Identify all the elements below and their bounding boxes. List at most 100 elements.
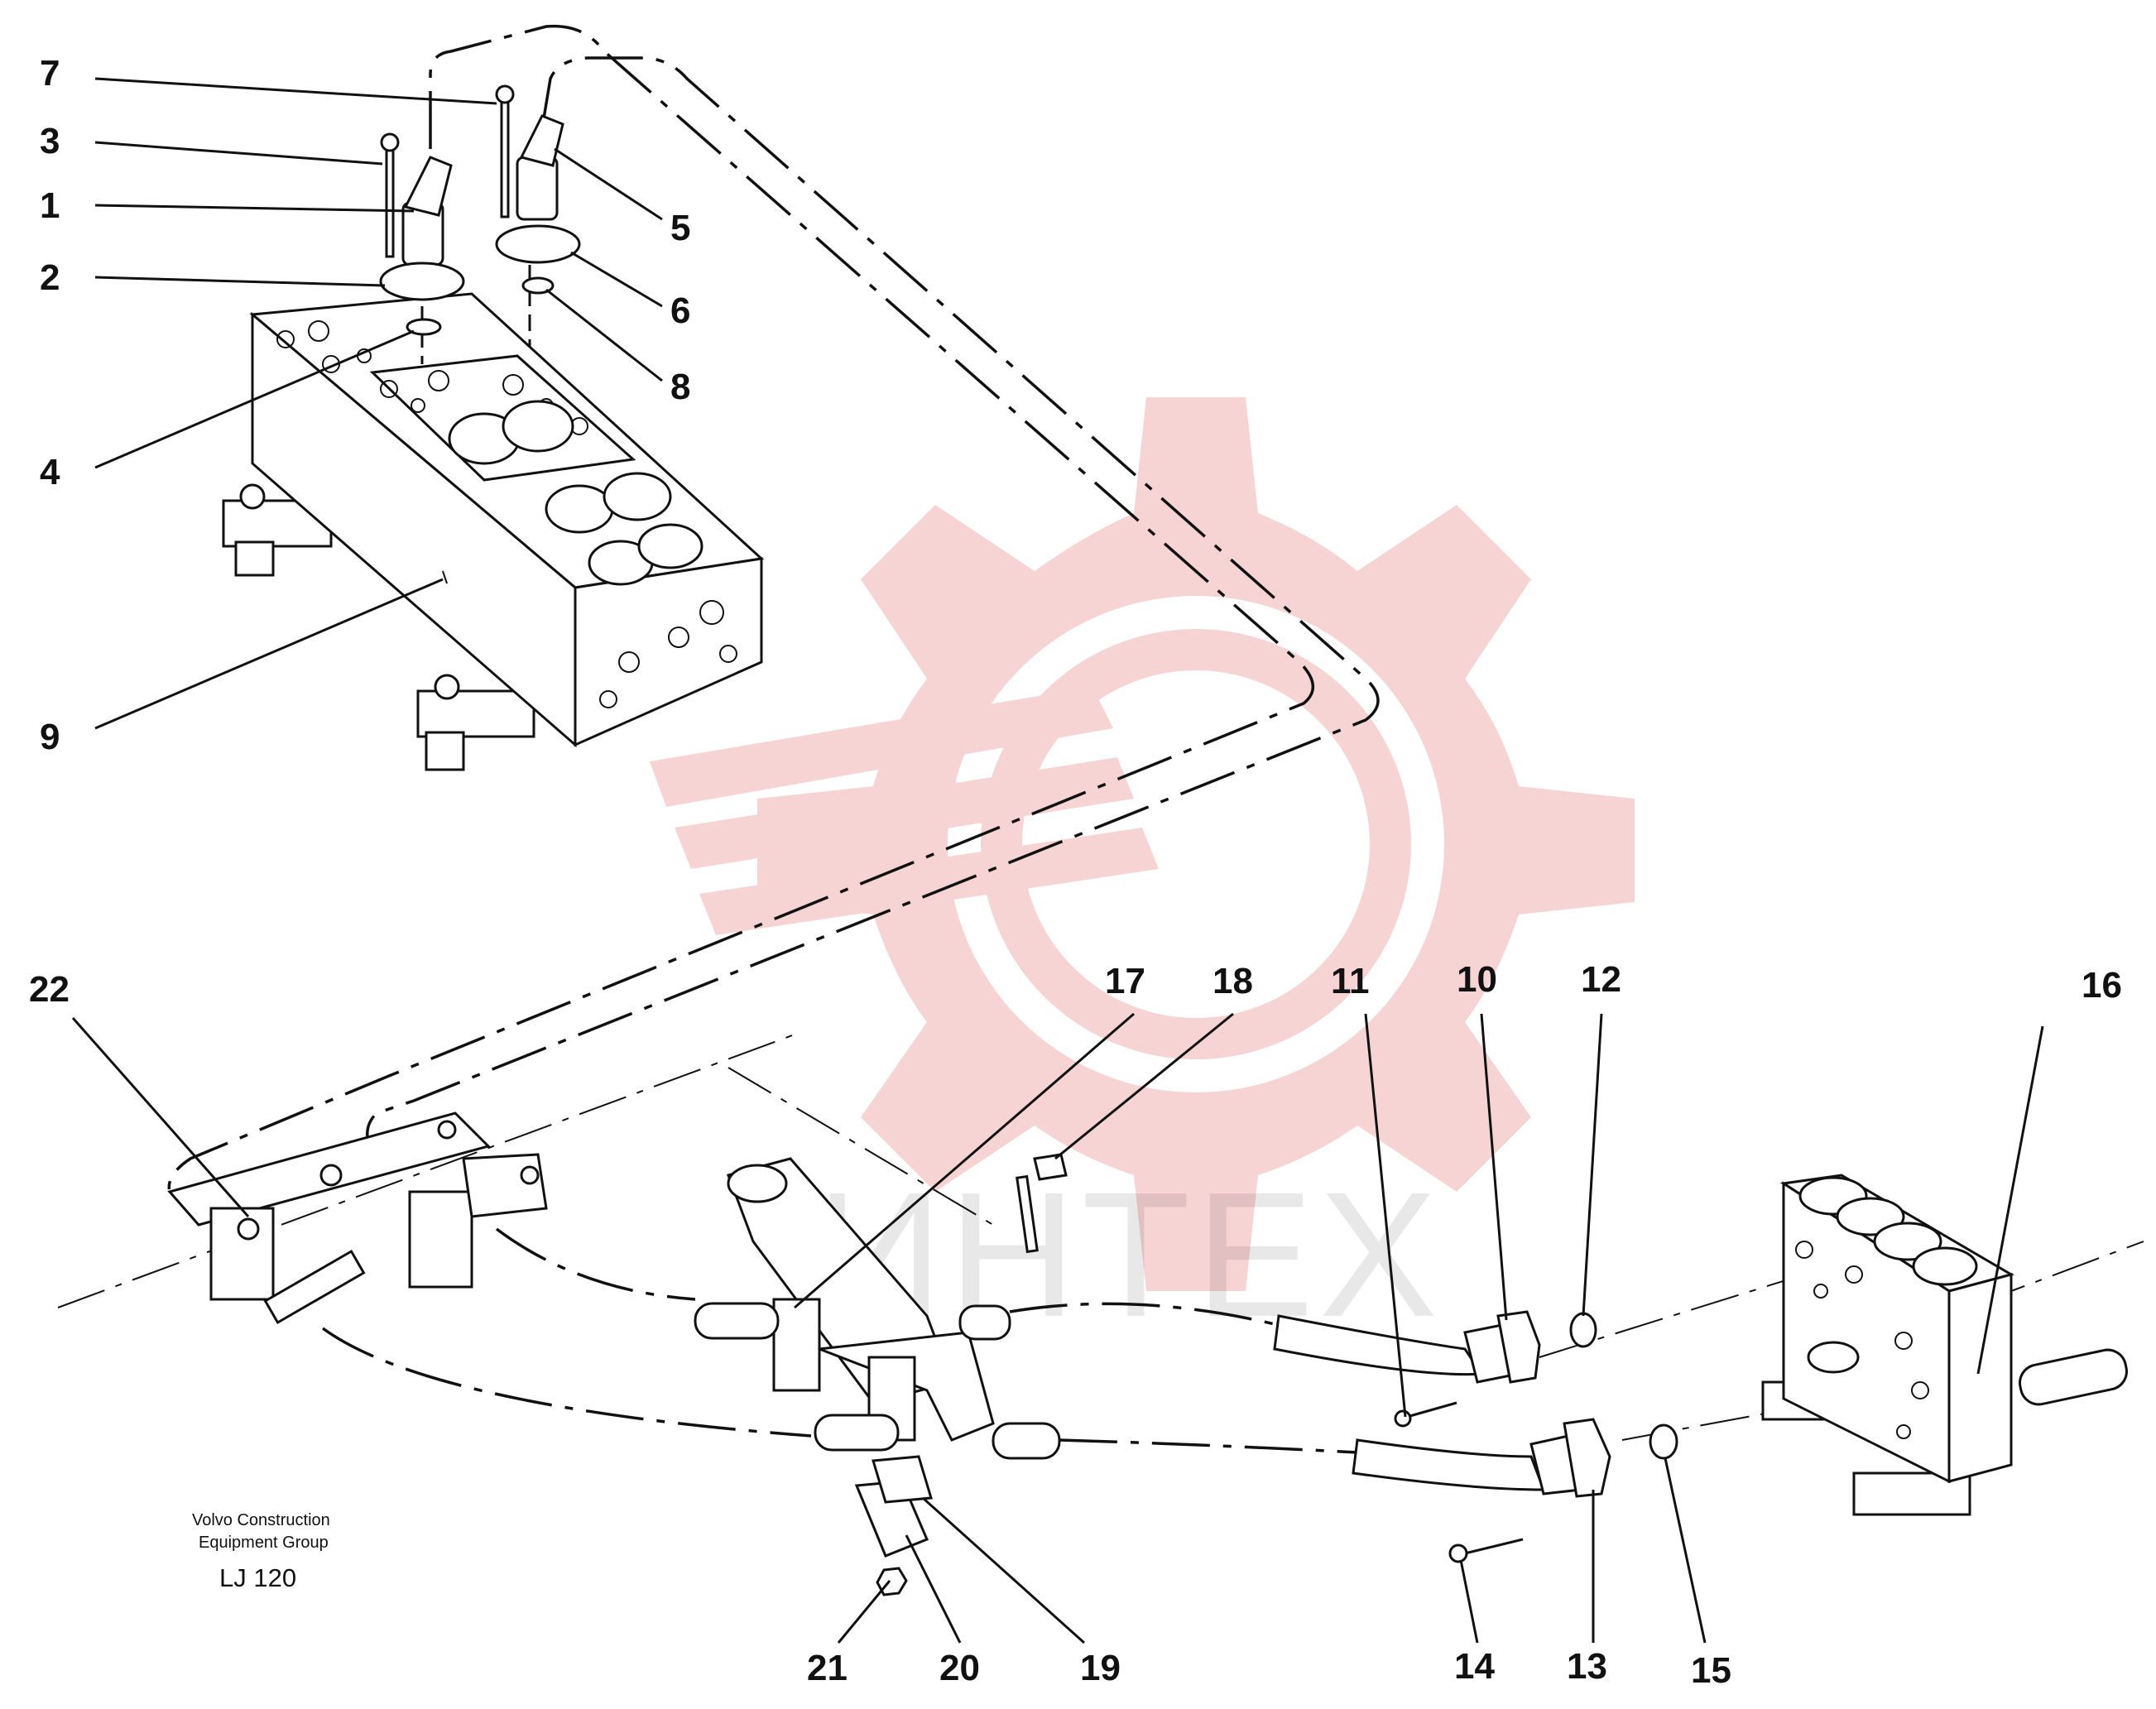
flange-13: [1563, 1418, 1611, 1498]
callout-5: 5: [670, 208, 690, 248]
shaft-center-line: [727, 1067, 994, 1226]
callout-9: 9: [40, 717, 60, 757]
leader-7: [94, 77, 497, 105]
bolt-18-shank: [1016, 1174, 1039, 1254]
callout-12: 12: [1581, 959, 1621, 1000]
pipe-clamp-assembly-left: [167, 1111, 548, 1325]
control-valve-upper: [222, 292, 765, 771]
leader-9: [94, 578, 444, 730]
leader-17: [794, 1012, 1135, 1309]
callout-10: 10: [1457, 959, 1497, 1000]
screw-3-head: [380, 132, 400, 152]
leader-6: [570, 251, 663, 308]
o-ring-8: [521, 276, 555, 295]
leader-12: [1582, 1013, 1603, 1317]
hose-fitting-flange: [495, 224, 581, 264]
leader-21: [837, 1580, 891, 1644]
clamp-bolt-head: [319, 1164, 343, 1187]
leader-10: [1480, 1013, 1508, 1321]
screw-14-head: [1448, 1543, 1468, 1563]
leader-15: [1664, 1457, 1707, 1644]
valve-block-end: [574, 557, 763, 747]
leader-lines: [71, 77, 2044, 1644]
valve-block-end: [1947, 1273, 2013, 1483]
callout-7: 7: [40, 53, 60, 94]
valve-mount-nut: [239, 483, 266, 510]
pipe-stub: [2019, 1348, 2128, 1406]
valve-support-leg: [234, 540, 275, 577]
valve-support-leg: [425, 731, 465, 771]
hose-13: [1352, 1438, 1546, 1491]
bolt-18-head: [1033, 1153, 1068, 1181]
clamp-bolt-head: [437, 1120, 457, 1140]
leader-18: [1054, 1012, 1234, 1160]
leader-11: [1364, 1013, 1407, 1418]
clamp-bolt-head: [237, 1217, 260, 1241]
flange-10: [1496, 1310, 1541, 1384]
leader-22: [71, 1017, 250, 1217]
hose-route-upper: [495, 1227, 696, 1301]
leader-4: [94, 329, 415, 469]
callout-16: 16: [2082, 965, 2122, 1006]
callout-11: 11: [1331, 961, 1370, 1001]
hose-fitting-elbow: [519, 114, 564, 167]
callout-18: 18: [1212, 961, 1253, 1001]
callout-4: 4: [40, 452, 60, 492]
hose-stub: [958, 1304, 1011, 1341]
drawing-credit: Volvo Construction Equipment Group LJ 12…: [192, 1511, 330, 1592]
callout-8: 8: [670, 367, 690, 407]
screw-14: [1464, 1538, 1524, 1555]
screw-7-head: [495, 84, 515, 104]
clamp-bolt-head: [520, 1165, 540, 1185]
hose-fitting-body: [516, 156, 559, 221]
watermark-arrow-stripe: [675, 757, 1134, 869]
pipe-stub: [263, 1249, 366, 1325]
hose-assemblies-right: [1273, 1310, 1678, 1563]
valve-clamp-flanges: [448, 400, 703, 586]
leader-20: [905, 1534, 962, 1644]
hose-fitting-left: [379, 132, 465, 364]
hose-stub: [814, 1414, 900, 1452]
callout-22: 22: [29, 969, 70, 1010]
watermark-gear-logo: [650, 397, 1635, 1291]
hose-route-upper-right: [1009, 1302, 1275, 1326]
hose-route-lower-right: [1059, 1438, 1358, 1454]
o-ring-4: [406, 318, 442, 336]
bracket-end-cap: [727, 1164, 788, 1203]
screw-11-head: [1394, 1409, 1412, 1428]
leader-5: [554, 147, 663, 221]
clamp-block: [408, 1190, 473, 1289]
clamp-block: [462, 1153, 548, 1218]
hose-stub: [694, 1302, 780, 1340]
callout-1: 1: [40, 185, 60, 226]
shaft-center-line: [57, 1034, 795, 1308]
watermark-arrow-stripe: [650, 687, 1113, 807]
leader-14: [1459, 1559, 1479, 1644]
valve-mount-nut: [434, 674, 460, 700]
clip-19: [872, 1455, 933, 1504]
callout-20: 20: [939, 1648, 980, 1688]
credit-line-1: Volvo Construction: [192, 1511, 330, 1529]
credit-line-2: Equipment Group: [199, 1534, 329, 1552]
leader-8: [545, 288, 663, 382]
leader-16: [1976, 1025, 2044, 1375]
hose-fitting-right: [495, 84, 581, 348]
valve-support-bracket: [416, 689, 535, 738]
leader-19: [921, 1496, 1086, 1644]
control-valve-lower: [1761, 1174, 2128, 1516]
callout-19: 19: [1080, 1648, 1121, 1688]
center-bracket-assembly: [694, 1153, 1068, 1596]
leader-3: [94, 141, 383, 166]
hose-fitting-elbow: [403, 156, 453, 217]
leader-1: [94, 204, 415, 213]
callout-14: 14: [1454, 1646, 1495, 1687]
hose-fitting-flange: [379, 262, 465, 301]
callout-2: 2: [40, 257, 60, 298]
o-ring-12: [1569, 1312, 1597, 1348]
callout-labels: 7 3 1 2 4 9 5 6 8 22 17 18 11 10 12 16 2…: [29, 53, 2122, 1691]
valve-clamp-flanges: [1798, 1176, 1978, 1374]
callout-17: 17: [1105, 961, 1145, 1001]
callout-6: 6: [670, 290, 690, 331]
bracket-support: [772, 1298, 821, 1392]
